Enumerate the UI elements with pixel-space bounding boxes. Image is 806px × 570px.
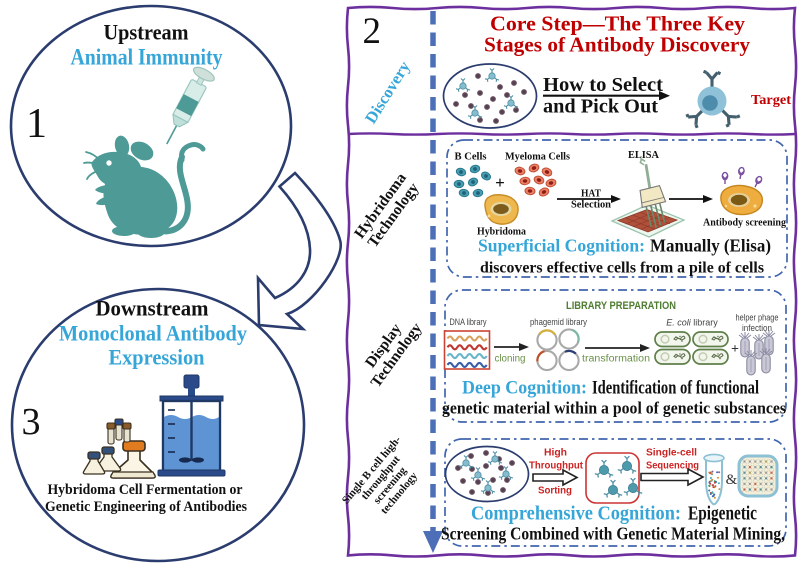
svg-text:Expression: Expression <box>109 345 205 370</box>
svg-text:Identification of functional: Identification of functional <box>592 378 759 399</box>
svg-text:Upstream: Upstream <box>104 20 189 45</box>
svg-text:Monoclonal Antibody: Monoclonal Antibody <box>59 321 247 346</box>
svg-text:+: + <box>731 342 739 357</box>
svg-text:Superficial Cognition:: Superficial Cognition: <box>478 236 645 256</box>
svg-text:B Cells: B Cells <box>455 151 488 163</box>
svg-text:discovers effective cells from: discovers effective cells from a pile of… <box>480 260 764 277</box>
svg-text:Throughput: Throughput <box>529 460 583 472</box>
svg-text:How to Select: How to Select <box>543 74 663 96</box>
svg-text:Manually (Elisa): Manually (Elisa) <box>650 236 771 256</box>
svg-text:genetic material within a pool: genetic material within a pool of geneti… <box>442 399 786 418</box>
svg-text:helper phage: helper phage <box>736 313 779 323</box>
svg-text:and Pick Out: and Pick Out <box>543 96 658 118</box>
svg-text:Epigenetic: Epigenetic <box>688 503 757 525</box>
svg-text:Core Step—The Three Key: Core Step—The Three Key <box>490 12 746 36</box>
svg-text:Sorting: Sorting <box>538 485 572 497</box>
svg-text:LIBRARY PREPARATION: LIBRARY PREPARATION <box>566 300 676 312</box>
svg-text:High: High <box>544 447 567 459</box>
svg-text:&: & <box>726 472 738 488</box>
svg-text:Selection: Selection <box>571 199 611 211</box>
svg-text:Myeloma Cells: Myeloma Cells <box>505 152 570 163</box>
svg-text:Single-cell: Single-cell <box>646 447 697 459</box>
svg-text:Deep Cognition:: Deep Cognition: <box>462 378 587 399</box>
svg-text:E. coli library: E. coli library <box>666 318 718 328</box>
svg-text:infection: infection <box>742 323 772 333</box>
svg-text:Antibody screening: Antibody screening <box>703 218 787 229</box>
svg-text:phagemid library: phagemid library <box>530 317 587 327</box>
svg-text:DNA library: DNA library <box>450 317 487 327</box>
svg-text:Screening Combined with Geneti: Screening Combined with Genetic Material… <box>441 524 785 544</box>
svg-text:cloning: cloning <box>495 354 526 365</box>
svg-text:Downstream: Downstream <box>96 296 209 321</box>
svg-text:1: 1 <box>26 101 47 147</box>
svg-text:transformation: transformation <box>582 354 650 365</box>
svg-text:Comprehensive Cognition:: Comprehensive Cognition: <box>471 503 681 525</box>
svg-text:HAT: HAT <box>581 189 601 200</box>
svg-text:Animal Immunity: Animal Immunity <box>71 45 223 70</box>
svg-text:Stages of Antibody Discovery: Stages of Antibody Discovery <box>484 33 751 57</box>
svg-text:Sequencing: Sequencing <box>646 460 699 472</box>
svg-text:3: 3 <box>22 401 41 443</box>
svg-text:Hybridoma Cell Fermentation or: Hybridoma Cell Fermentation or <box>48 482 243 498</box>
svg-text:Hybridoma: Hybridoma <box>477 227 527 238</box>
svg-text:ELISA: ELISA <box>628 150 659 161</box>
svg-text:Target: Target <box>751 93 791 108</box>
svg-text:+: + <box>495 173 505 192</box>
svg-text:Genetic Engineering of Antibod: Genetic Engineering of Antibodies <box>45 499 247 515</box>
svg-text:2: 2 <box>362 11 381 52</box>
